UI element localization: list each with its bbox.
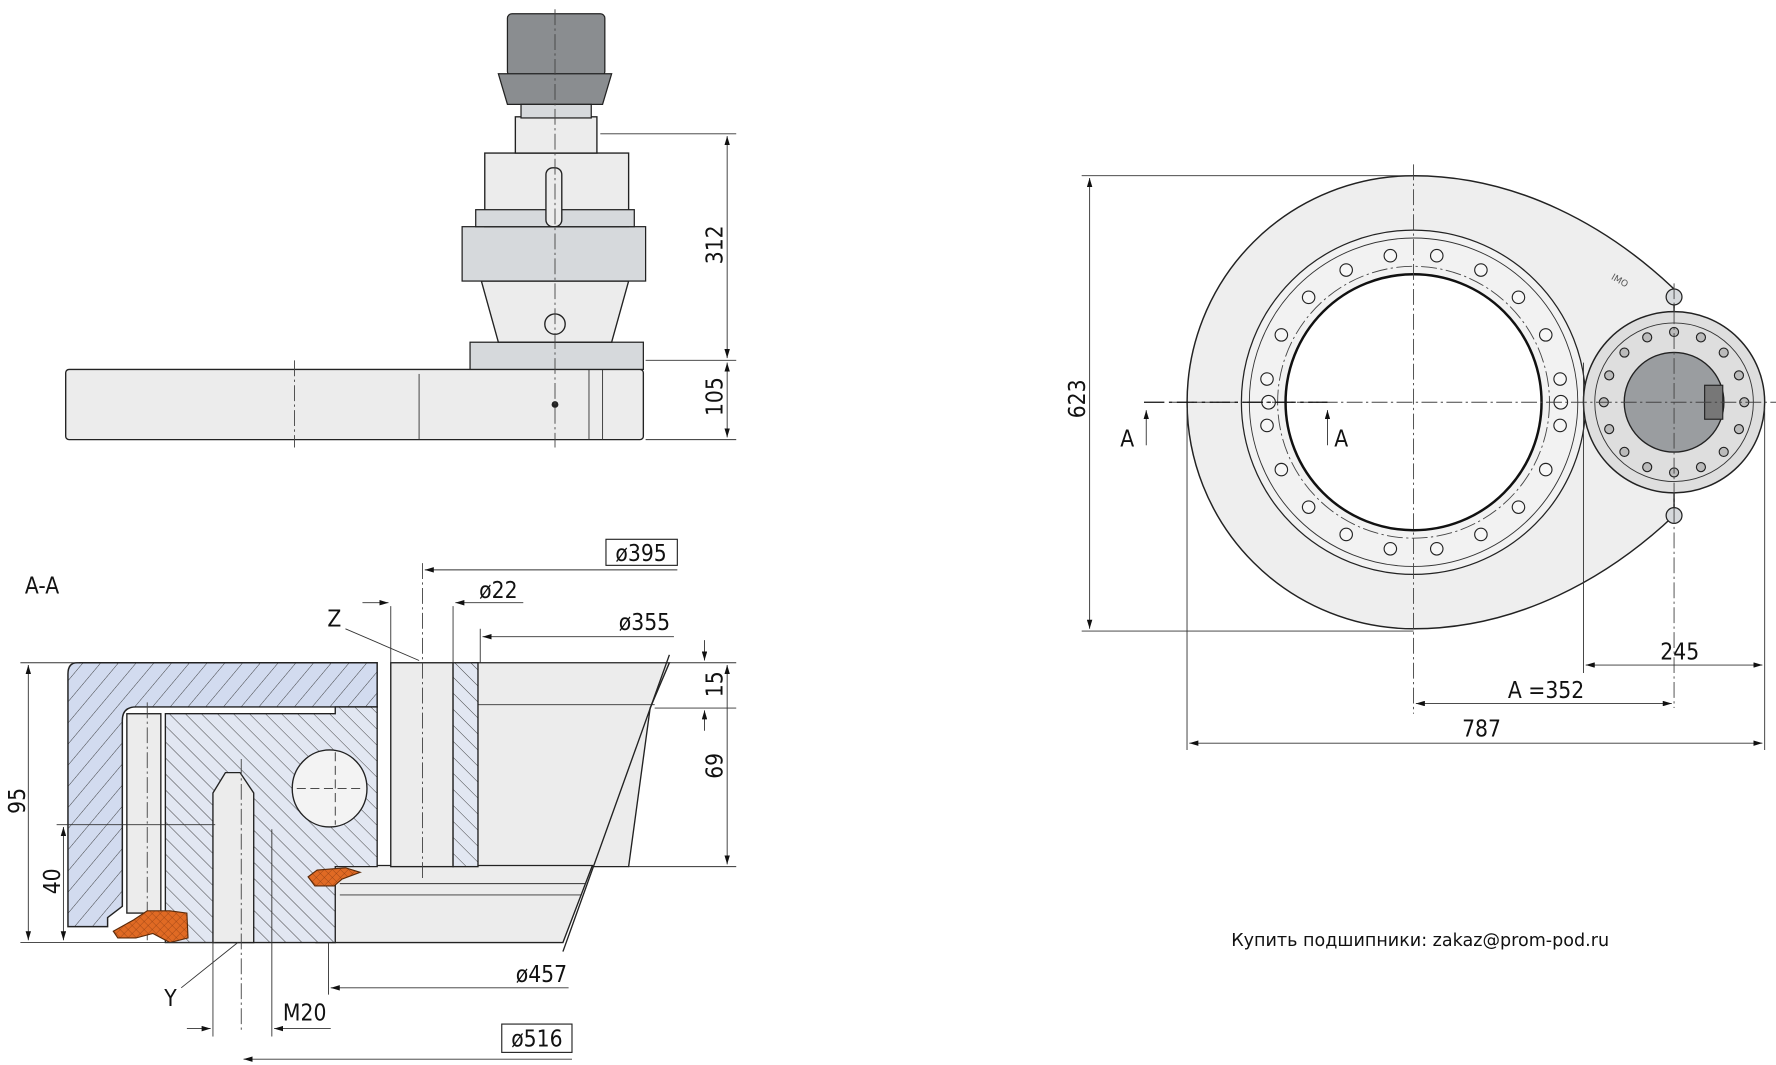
gearbox-main-flange [461, 226, 647, 282]
bolt-holes [1260, 248, 1569, 556]
pinion-bolt [1604, 370, 1615, 381]
plan-view: IMO A A 623 245 A =352 787 [1065, 164, 1776, 750]
bolt-hole [1474, 527, 1488, 542]
section-a-a: A-A 95 40 [5, 538, 737, 1062]
dim-95: 95 [5, 788, 31, 814]
detail-y-label: Y [163, 986, 177, 1012]
bolt-hole [1260, 372, 1274, 386]
bolt-hole [1274, 462, 1289, 477]
dim-787: 787 [1462, 716, 1501, 742]
dim-center-distance: A =352 [1508, 678, 1584, 704]
bolt-hole [1538, 328, 1553, 342]
dim-623: 623 [1065, 379, 1091, 418]
pinion-bolt [1718, 347, 1729, 358]
section-mark-left: A [1120, 426, 1134, 452]
dim-40: 40 [40, 868, 66, 894]
bolt-hole [1538, 462, 1553, 477]
dim-22: ø22 [479, 578, 517, 604]
bolt-hole [1301, 500, 1316, 514]
pinion-bolt [1718, 446, 1729, 457]
dim-105: 105 [703, 377, 729, 416]
bolt-hole [1339, 263, 1353, 277]
gearbox-base-flange [469, 341, 644, 371]
dim-395-box [605, 538, 678, 566]
bolt-hole [1553, 372, 1567, 386]
bolt-hole [1553, 418, 1567, 433]
pinion-bolt [1695, 332, 1707, 343]
pinion-bolt [1642, 462, 1653, 473]
bolt-hole [1301, 290, 1316, 305]
dim-m20: M20 [283, 1001, 327, 1027]
lip-seal-y [112, 910, 189, 944]
contact-note: Купить подшипники: zakaz@prom-pod.ru [1231, 931, 1609, 951]
bolt-hole [1339, 527, 1353, 542]
slew-ring-housing [65, 368, 645, 441]
detail-z-label: Z [327, 607, 341, 633]
bolt-hole [1429, 248, 1444, 263]
bolt-hole [1474, 263, 1488, 277]
side-view: 312 105 [65, 9, 737, 448]
dim-69: 69 [703, 753, 729, 779]
bolt-hole [1511, 290, 1526, 305]
bolt-hole [1260, 418, 1274, 433]
dim-355: ø355 [619, 610, 670, 636]
section-mark-right: A [1334, 426, 1348, 452]
lip-seal-z [307, 867, 362, 887]
dim-245: 245 [1660, 639, 1699, 665]
hydraulic-motor [506, 13, 606, 77]
bolt-thread-hole [212, 771, 255, 944]
outer-ring-section [67, 662, 378, 928]
pinion-bolt [1733, 424, 1745, 435]
dim-395: ø395 [615, 541, 666, 567]
section-title: A-A [25, 574, 59, 600]
pinion-bolt [1642, 332, 1653, 343]
pinion-bolt [1733, 370, 1745, 381]
bolt-hole [1383, 541, 1398, 556]
bolt-hole [1511, 500, 1526, 514]
dim-516: ø516 [511, 1027, 562, 1053]
bolt-hole [1429, 541, 1444, 556]
bolt-hole [1383, 248, 1398, 263]
dim-15: 15 [703, 671, 729, 697]
dim-312: 312 [703, 225, 729, 264]
pinion-bolt [1604, 424, 1615, 435]
pinion-bolt [1695, 462, 1707, 473]
dim-516-box [501, 1023, 573, 1053]
pinion-bolt [1619, 347, 1630, 358]
dim-457: ø457 [516, 962, 567, 988]
bolt-hole [1274, 328, 1289, 342]
pinion-bolt [1619, 446, 1630, 457]
